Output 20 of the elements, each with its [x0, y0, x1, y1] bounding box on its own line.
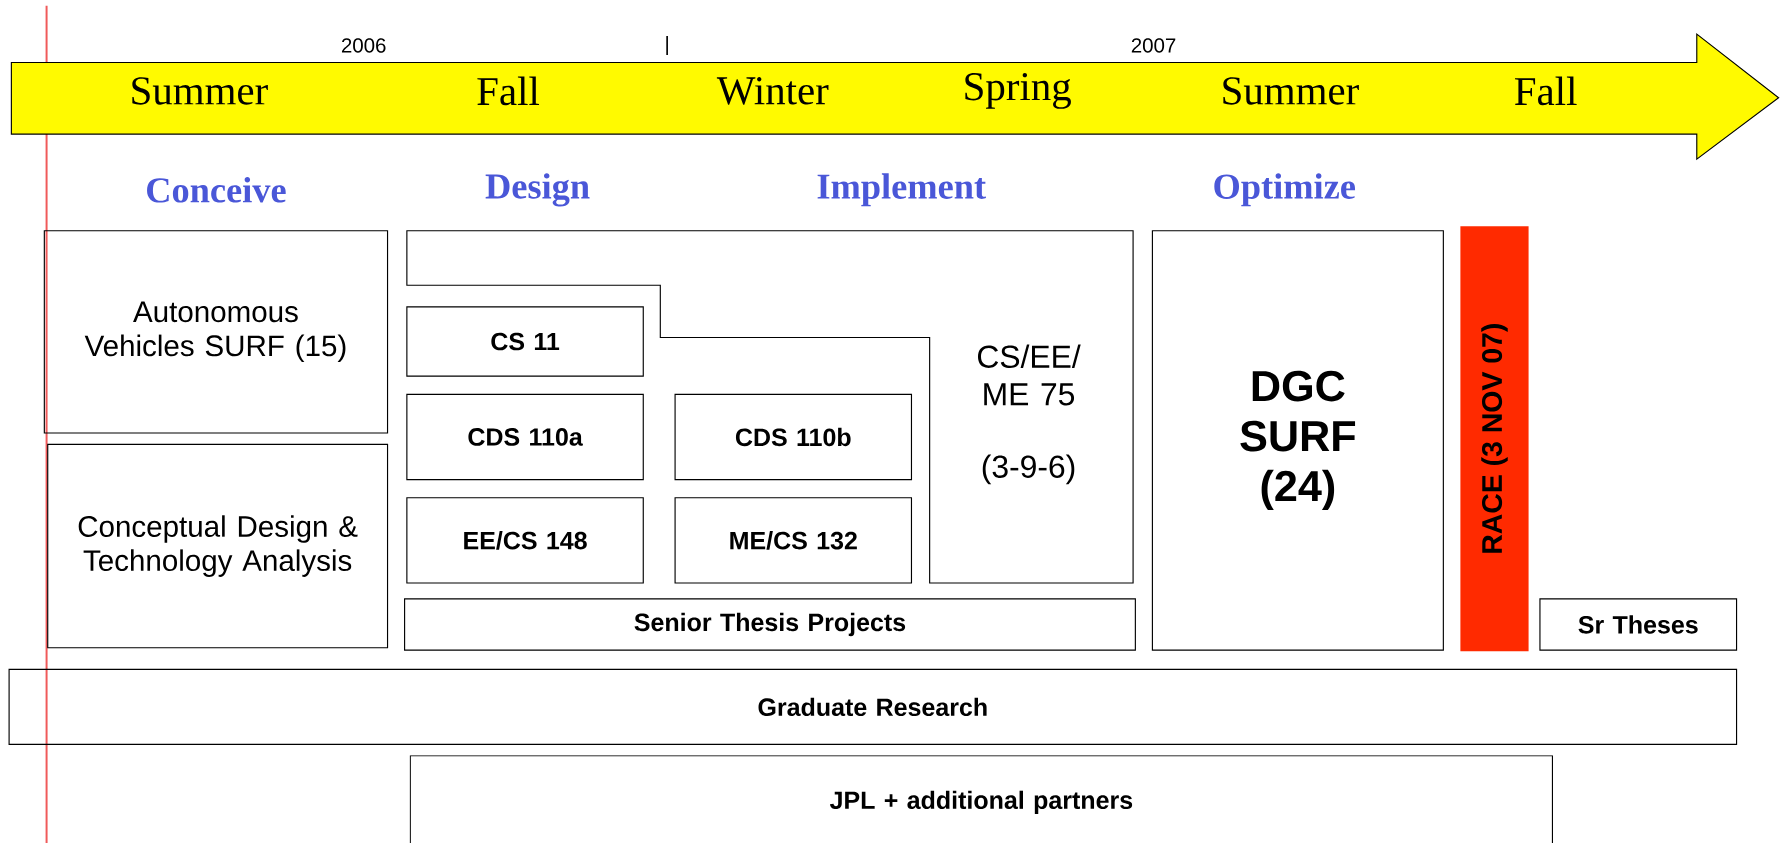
phase-label: Implement: [817, 173, 986, 207]
phase-label: Design: [485, 173, 590, 207]
course-box: CS 11: [406, 306, 644, 377]
course-box: Sr Theses: [1539, 598, 1738, 651]
course-box: Autonomous Vehicles SURF (15): [43, 230, 389, 434]
year-label: 2007: [1131, 38, 1176, 53]
band-box: Graduate Research: [8, 668, 1738, 745]
phase-box: DGC SURF (24): [1151, 230, 1444, 651]
band-box: JPL + additional partners: [409, 755, 1553, 843]
year-label: |: [666, 35, 668, 55]
phase-label: Optimize: [1214, 173, 1355, 207]
course-box: Senior Thesis Projects: [404, 598, 1136, 651]
course-box: EE/CS 148: [406, 497, 644, 584]
course-box: CDS 110b: [674, 393, 913, 481]
year-label: 2006: [341, 38, 386, 53]
phase-label: Conceive: [147, 176, 286, 203]
course-box: Conceptual Design & Technology Analysis: [47, 443, 389, 649]
course-box: CDS 110a: [406, 393, 644, 481]
course-box: ME/CS 132: [674, 497, 913, 584]
race-bar: RACE (3 NOV 07): [1460, 226, 1529, 652]
